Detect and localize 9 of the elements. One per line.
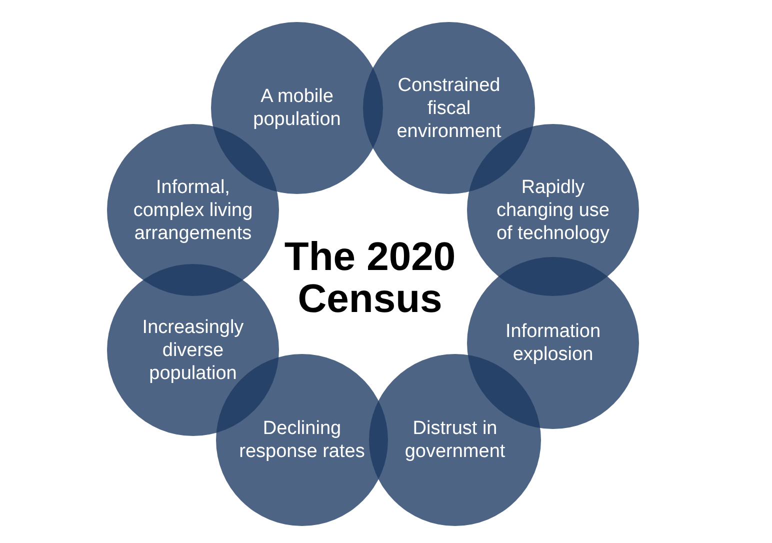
topic-label: Increasingly diverse population (141, 316, 245, 384)
topic-label: A mobile population (252, 85, 342, 131)
diagram-title: The 2020 Census (283, 236, 457, 320)
topic-label: Rapidly changing use of technology (495, 176, 611, 244)
topic-label: Information explosion (504, 320, 602, 366)
topic-label: Distrust in government (404, 417, 506, 463)
topic-label: Informal, complex living arrangements (132, 176, 254, 244)
topic-label: Declining response rates (238, 417, 366, 463)
topic-label: Constrained fiscal environment (396, 74, 502, 142)
